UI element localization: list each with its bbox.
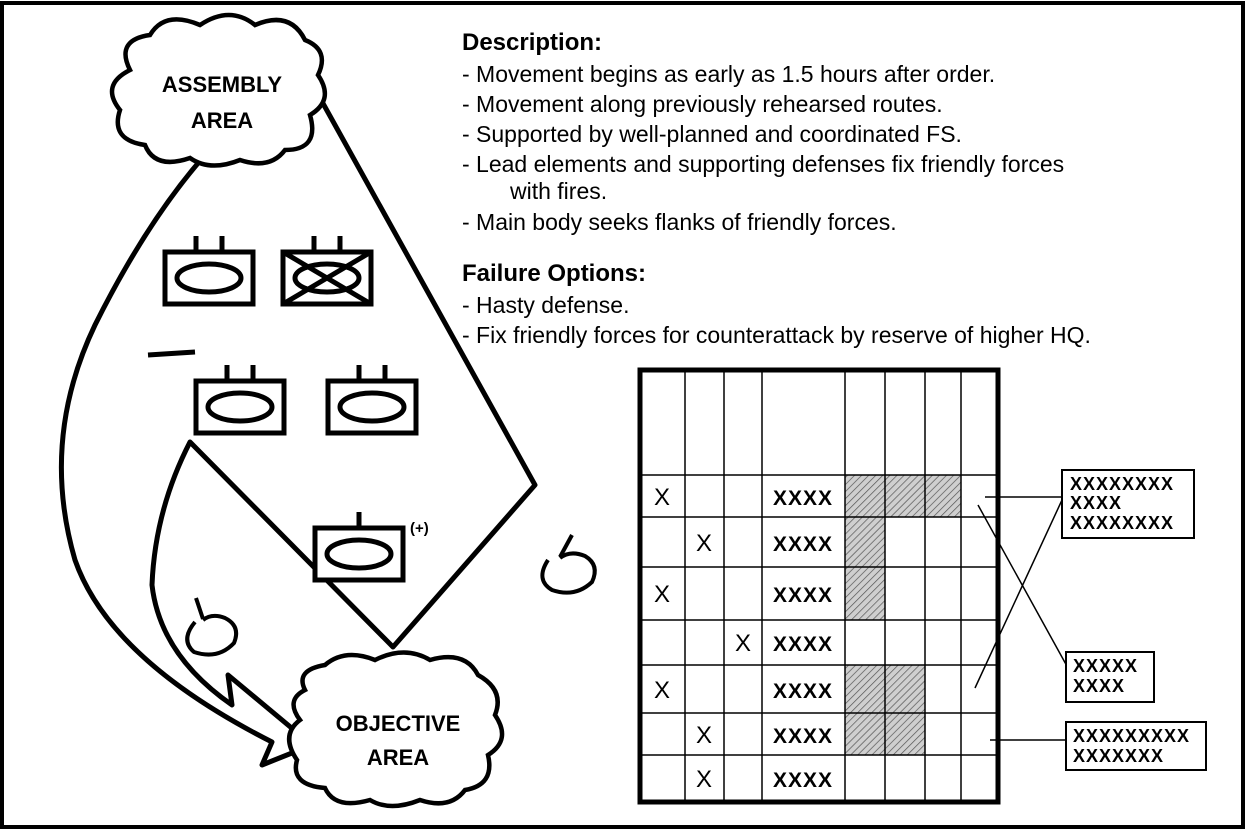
unit-symbol-destroyed xyxy=(280,236,374,307)
callout-line: XXXXXXXXX xyxy=(1073,726,1190,746)
main-attack-arrow xyxy=(58,59,538,768)
row-x-mark: X xyxy=(654,677,670,704)
failure-option-1: - Hasty defense. xyxy=(462,292,629,318)
hatched-cell xyxy=(845,665,885,755)
reinforced-label: (+) xyxy=(410,520,429,537)
row-code: XXXX xyxy=(773,584,833,607)
row-code: XXXX xyxy=(773,633,833,656)
unit-symbol-reinforced: (+) xyxy=(312,512,429,583)
matrix-row-5: X XXXX xyxy=(654,677,833,704)
matrix-grid-lines xyxy=(640,370,998,802)
assembly-area-label-1: ASSEMBLY xyxy=(162,72,283,97)
assembly-area-cloud: ASSEMBLY AREA xyxy=(109,12,328,168)
assembly-area-label-2: AREA xyxy=(191,108,253,133)
unit-symbol-1 xyxy=(162,236,256,307)
callout-line: XXXXX xyxy=(1073,656,1138,676)
description-item-3: - Supported by well-planned and coordina… xyxy=(462,121,962,147)
matrix-row-2: X XXXX xyxy=(696,530,833,557)
inner-arrow-branch xyxy=(147,349,196,358)
row-code: XXXX xyxy=(773,769,833,792)
obstacle-symbol-2 xyxy=(185,597,239,657)
unit-symbol-3 xyxy=(325,365,419,436)
callout-line: XXXXXXX xyxy=(1073,746,1164,766)
failure-options-title: Failure Options: xyxy=(462,260,646,287)
row-x-mark: X xyxy=(696,766,712,793)
failure-option-2: - Fix friendly forces for counterattack … xyxy=(462,322,1091,348)
description-item-4: - Lead elements and supporting defenses … xyxy=(462,151,1064,177)
hatched-cell xyxy=(885,665,925,755)
description-title: Description: xyxy=(462,29,602,56)
row-x-mark: X xyxy=(654,484,670,511)
hatched-cell xyxy=(845,517,885,620)
row-x-mark: X xyxy=(654,581,670,608)
row-x-mark: X xyxy=(696,722,712,749)
matrix-row-3: X XXXX xyxy=(654,581,833,608)
matrix-row-7: X XXXX xyxy=(696,766,833,793)
description-item-5: - Main body seeks flanks of friendly for… xyxy=(462,209,897,235)
row-code: XXXX xyxy=(773,533,833,556)
objective-area-cloud: OBJECTIVE AREA xyxy=(287,650,505,809)
hatched-cell xyxy=(845,475,885,517)
callout-line: XXXXXXXX xyxy=(1070,474,1174,494)
callout-box-3: XXXXXXXXX XXXXXXX xyxy=(1065,721,1207,771)
unit-symbol-2 xyxy=(193,365,287,436)
callout-line: XXXX xyxy=(1073,676,1125,696)
matrix-row-6: X XXXX xyxy=(696,722,833,749)
callout-leader-lines xyxy=(974,496,1069,741)
description-item-2: - Movement along previously rehearsed ro… xyxy=(462,91,943,117)
row-code: XXXX xyxy=(773,487,833,510)
row-code: XXXX xyxy=(773,680,833,703)
description-item-4b: with fires. xyxy=(509,178,607,204)
callout-line: XXXX xyxy=(1070,493,1122,513)
objective-area-label-2: AREA xyxy=(367,745,429,770)
obstacle-symbol-1 xyxy=(540,534,597,595)
hatched-cell xyxy=(925,475,961,517)
callout-box-1: XXXXXXXX XXXX XXXXXXXX xyxy=(1061,469,1195,539)
description-section: Description: - Movement begins as early … xyxy=(462,29,1064,235)
hatched-cell xyxy=(885,475,925,517)
matrix-row-4: X XXXX xyxy=(735,630,833,657)
row-x-mark: X xyxy=(735,630,751,657)
callout-box-2: XXXXX XXXX xyxy=(1065,651,1155,703)
failure-options-section: Failure Options: - Hasty defense. - Fix … xyxy=(462,260,1091,348)
row-x-mark: X xyxy=(696,530,712,557)
description-item-1: - Movement begins as early as 1.5 hours … xyxy=(462,61,995,87)
objective-area-label-1: OBJECTIVE xyxy=(336,711,461,736)
row-code: XXXX xyxy=(773,725,833,748)
callout-line: XXXXXXXX xyxy=(1070,513,1174,533)
matrix-row-1: X XXXX xyxy=(654,484,833,511)
sync-matrix: X XXXX X XXXX X XXXX X XXXX X XXXX X XXX… xyxy=(637,367,1001,805)
matrix-border xyxy=(637,367,1001,805)
